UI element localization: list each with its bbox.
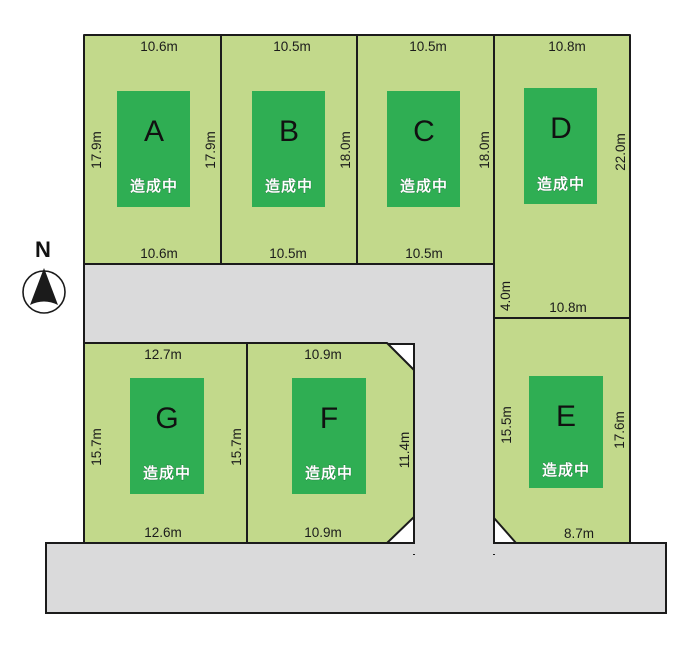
lot-c-label: C [413, 115, 435, 148]
lot-e-dim-bottom: 8.7m [564, 526, 594, 541]
lot-f-label: F [320, 402, 338, 435]
lot-f-status: 造成中 [305, 464, 353, 482]
lot-b-label: B [279, 115, 299, 148]
lot-d-dim-stem: 4.0m [498, 281, 513, 311]
lot-c-dim-top: 10.5m [409, 39, 447, 54]
lot-g-status: 造成中 [143, 464, 191, 482]
lot-d-status: 造成中 [537, 175, 585, 193]
lot-a-label: A [144, 115, 164, 148]
lot-d-dim-right: 22.0m [613, 133, 628, 171]
lot-e[interactable]: E 造成中 8.7m 15.5m 17.6m [493, 317, 631, 544]
lot-g-label: G [155, 402, 178, 435]
lot-g-dim-bottom: 12.6m [144, 525, 182, 540]
lot-g-badge [130, 378, 204, 494]
lot-f-dim-top: 10.9m [304, 347, 342, 362]
lot-g-dim-right: 15.7m [229, 428, 244, 466]
lot-a-dim-left: 17.9m [89, 131, 104, 169]
lot-e-badge [529, 376, 603, 488]
lot-d-badge [524, 88, 597, 204]
lot-a-badge [117, 91, 190, 207]
lot-b-badge [252, 91, 325, 207]
lot-f-dim-right: 11.4m [397, 432, 412, 469]
lot-e-label: E [556, 400, 576, 433]
lot-a-dim-top: 10.6m [140, 39, 178, 54]
lot-d-dim-top: 10.8m [548, 39, 586, 54]
north-compass: N [22, 237, 66, 314]
lot-b-dim-top: 10.5m [273, 39, 311, 54]
lot-c-dim-bottom: 10.5m [405, 246, 443, 261]
lot-e-status: 造成中 [542, 461, 590, 479]
lot-b-dim-bottom: 10.5m [269, 246, 307, 261]
lot-g-dim-top: 12.7m [144, 347, 182, 362]
lot-b-status: 造成中 [265, 177, 313, 195]
lot-a-dim-right: 17.9m [203, 131, 218, 169]
lot-d[interactable]: D 造成中 10.8m 10.8m 22.0m 4.0m [493, 34, 631, 319]
lot-a-dim-bottom: 10.6m [140, 246, 178, 261]
lot-a[interactable]: A 造成中 10.6m 10.6m 17.9m 17.9m [83, 34, 222, 265]
lot-d-dim-bottom: 10.8m [549, 300, 587, 315]
lot-b[interactable]: B 造成中 10.5m 10.5m 18.0m [220, 34, 358, 265]
lot-f[interactable]: F 造成中 10.9m 10.9m 11.4m [246, 342, 415, 544]
lot-b-dim-right: 18.0m [338, 131, 353, 169]
north-label: N [35, 237, 51, 262]
lot-c-status: 造成中 [400, 177, 448, 195]
north-arrow-icon [30, 268, 58, 305]
lot-c-dim-right: 18.0m [477, 131, 492, 169]
lot-c-badge [387, 91, 460, 207]
lot-c[interactable]: C 造成中 10.5m 10.5m 18.0m [356, 34, 495, 265]
lot-a-status: 造成中 [130, 177, 178, 195]
main-road [45, 542, 667, 614]
lot-f-dim-bottom: 10.9m [304, 525, 342, 540]
lot-g-dim-left: 15.7m [89, 428, 104, 466]
lot-e-dim-right: 17.6m [612, 411, 627, 449]
lot-e-dim-left: 15.5m [499, 406, 514, 444]
lot-g[interactable]: G 造成中 12.7m 12.6m 15.7m 15.7m [83, 342, 248, 544]
lot-d-label: D [550, 112, 572, 145]
lot-f-badge [292, 378, 366, 494]
